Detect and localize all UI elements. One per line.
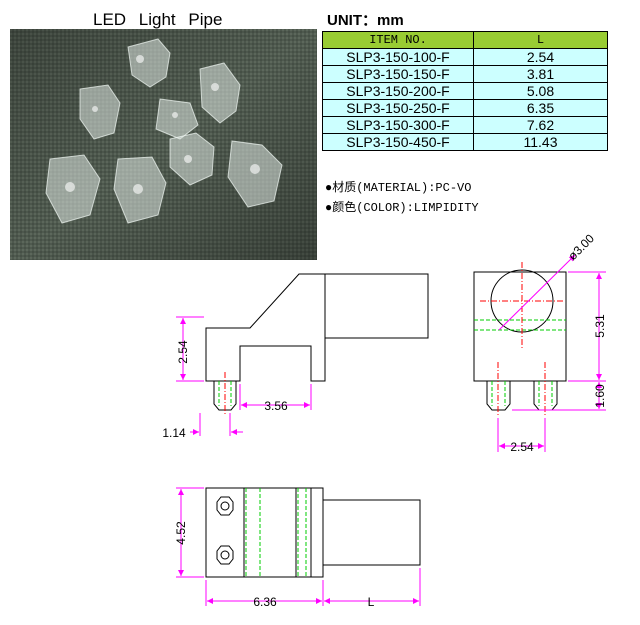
l-value-cell: 5.08: [473, 82, 608, 100]
color-note: ●颜色(COLOR):LIMPIDITY: [325, 201, 479, 215]
table-row: SLP3-150-450-F 11.43: [322, 133, 608, 151]
item-no-cell: SLP3-150-450-F: [322, 133, 474, 151]
item-no-cell: SLP3-150-150-F: [322, 65, 474, 83]
spec-table: ITEM NO. L SLP3-150-100-F 2.54 SLP3-150-…: [322, 31, 608, 151]
l-value-cell: 7.62: [473, 116, 608, 134]
side-height-label: 2.54: [176, 340, 190, 364]
top-width-label: 4.52: [174, 521, 188, 545]
product-photo: [10, 29, 317, 260]
side-view-drawing: 2.54 3.56 1.14: [162, 273, 429, 440]
item-no-cell: SLP3-150-200-F: [322, 82, 474, 100]
page-title: LED Light Pipe: [93, 10, 223, 29]
column-header-l: L: [473, 31, 608, 49]
table-header-row: ITEM NO. L: [322, 31, 608, 49]
side-pin-spacing-label: 3.56: [264, 399, 288, 413]
item-no-cell: SLP3-150-100-F: [322, 48, 474, 66]
unit-label: UNIT：mm: [327, 12, 404, 29]
table-row: SLP3-150-100-F 2.54: [322, 48, 608, 66]
front-pin-length-label: 1.60: [593, 384, 607, 408]
front-height-label: 5.31: [593, 314, 607, 338]
item-no-cell: SLP3-150-250-F: [322, 99, 474, 117]
top-body-length-label: 6.36: [253, 595, 277, 609]
table-row: SLP3-150-200-F 5.08: [322, 82, 608, 100]
front-pin-spacing-label: 2.54: [510, 440, 534, 454]
l-value-cell: 11.43: [473, 133, 608, 151]
side-offset-label: 1.14: [162, 426, 186, 440]
top-pipe-length-label: L: [368, 595, 375, 609]
table-row: SLP3-150-250-F 6.35: [322, 99, 608, 117]
column-header-item-no: ITEM NO.: [322, 31, 474, 49]
l-value-cell: 6.35: [473, 99, 608, 117]
front-view-drawing: ø3.00 5.31 1.60 2.54: [473, 231, 607, 454]
top-view-drawing: 4.52 6.36 L: [174, 487, 421, 609]
material-note: ●材质(MATERIAL):PC-VO: [325, 181, 472, 195]
front-diameter-label: ø3.00: [565, 231, 597, 263]
table-row: SLP3-150-300-F 7.62: [322, 116, 608, 134]
